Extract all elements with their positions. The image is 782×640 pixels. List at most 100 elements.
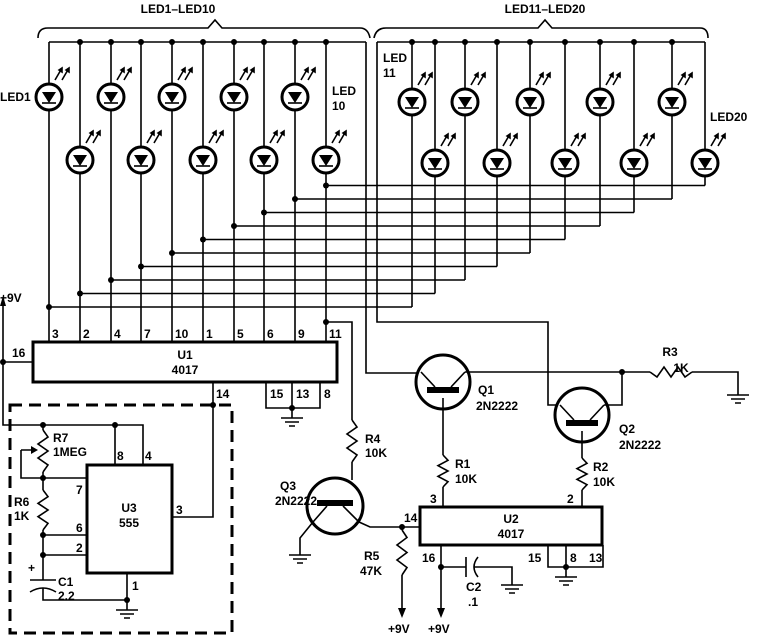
wire: [326, 321, 353, 420]
led-11: [397, 71, 433, 117]
u2-pin16: 16: [422, 551, 436, 565]
u1-pin-label: 2: [83, 327, 90, 341]
u1-pin-label: 4: [114, 327, 121, 341]
base-bar: [317, 500, 353, 506]
q3-name: Q3: [280, 479, 296, 493]
diode-triangle: [288, 92, 302, 103]
u1-part: 4017: [172, 363, 199, 377]
u3-pin6: 6: [76, 521, 83, 535]
junction-dot: [169, 39, 175, 45]
u2-pin2: 2: [567, 492, 574, 506]
supply-9v-u2: +9V: [428, 622, 450, 636]
q3-transistor: [305, 476, 365, 536]
brace-left: [37, 18, 371, 39]
wiper-arrow-icon: [31, 446, 38, 454]
u3-pin4: 4: [145, 449, 152, 463]
c2-name: C2: [466, 580, 482, 594]
ground-icon: [116, 600, 138, 619]
light-arrows-icon: [239, 67, 255, 81]
r7-value: 1MEG: [53, 445, 87, 459]
arrowhead: [538, 71, 551, 79]
junction-dot: [292, 39, 298, 45]
led-3: [96, 66, 132, 112]
arrowhead: [608, 71, 621, 79]
arrowhead: [680, 71, 693, 79]
diode-triangle: [42, 92, 56, 103]
u1-pin-label: 11: [329, 327, 342, 341]
led11-label: LED: [383, 51, 407, 65]
arrowhead: [443, 132, 456, 140]
r3-value: 1K: [673, 361, 689, 375]
light-arrows-icon: [710, 133, 726, 147]
arrowhead: [211, 129, 224, 137]
arrowhead: [149, 129, 162, 137]
terminal-leads: [312, 505, 360, 523]
wire: [172, 382, 214, 518]
light-arrows-icon: [417, 72, 433, 86]
u3-pin1: 1: [132, 579, 139, 593]
u1-pin13: 13: [296, 387, 310, 401]
led-12: [420, 132, 456, 178]
c1-value: 2.2: [58, 589, 75, 603]
wire: [465, 371, 623, 406]
led-13: [450, 71, 486, 117]
q2-transistor: [553, 386, 611, 444]
ground-icon: [555, 567, 577, 586]
u1-pin-label: 9: [298, 327, 305, 341]
u3-name: U3: [121, 501, 137, 515]
q2-name: Q2: [619, 422, 635, 436]
group-label-led11-20: LED11–LED20: [505, 2, 586, 16]
q1-name: Q1: [478, 383, 494, 397]
r7-name: R7: [53, 431, 69, 445]
ground-icon: [727, 385, 749, 404]
junction-dot: [112, 422, 118, 428]
light-arrows-icon: [502, 133, 518, 147]
led-1: [34, 66, 70, 112]
wires: [0, 39, 749, 619]
arrowhead: [505, 132, 518, 140]
group-label-led1-10: LED1–LED10: [141, 2, 216, 16]
r6-resistor: [36, 489, 50, 531]
light-arrows-icon: [535, 72, 551, 86]
ground-icon: [501, 575, 523, 594]
junction-dot: [261, 39, 267, 45]
diode-triangle: [523, 97, 537, 108]
led-7: [219, 66, 255, 112]
light-arrows-icon: [331, 130, 347, 144]
wire: [376, 42, 562, 406]
wire: [692, 371, 739, 385]
light-arrows-icon: [677, 72, 693, 86]
junction-dot: [527, 39, 533, 45]
u1-pin-label: 3: [52, 327, 59, 341]
junction-dot: [77, 39, 83, 45]
r4-value: 10K: [365, 446, 387, 460]
u1-pin-label: 5: [237, 327, 244, 341]
ground-icon: [289, 545, 311, 564]
r2-value: 10K: [593, 475, 615, 489]
diode-triangle: [104, 92, 118, 103]
light-arrows-icon: [605, 72, 621, 86]
u1-pin15: 15: [270, 387, 284, 401]
wire: [43, 424, 144, 465]
led10-label-num: 10: [332, 99, 346, 113]
q3-part: 2N2222: [275, 494, 317, 508]
junction-dot: [597, 39, 603, 45]
arrowhead: [57, 66, 70, 74]
diode-triangle: [196, 155, 210, 166]
led10-label: LED: [332, 84, 356, 98]
diode-triangle: [558, 158, 572, 169]
light-arrows-icon: [177, 67, 193, 81]
junction-dot: [631, 39, 637, 45]
r4-name: R4: [365, 432, 381, 446]
arrowhead: [303, 66, 316, 74]
arrowhead: [473, 71, 486, 79]
junction-dot: [138, 39, 144, 45]
wire: [43, 534, 87, 556]
arrowhead: [420, 71, 433, 79]
diode-triangle: [593, 97, 607, 108]
diode-triangle: [490, 158, 504, 169]
q1-part: 2N2222: [476, 399, 518, 413]
led-array: [34, 66, 726, 178]
u2-pin3: 3: [430, 492, 437, 506]
